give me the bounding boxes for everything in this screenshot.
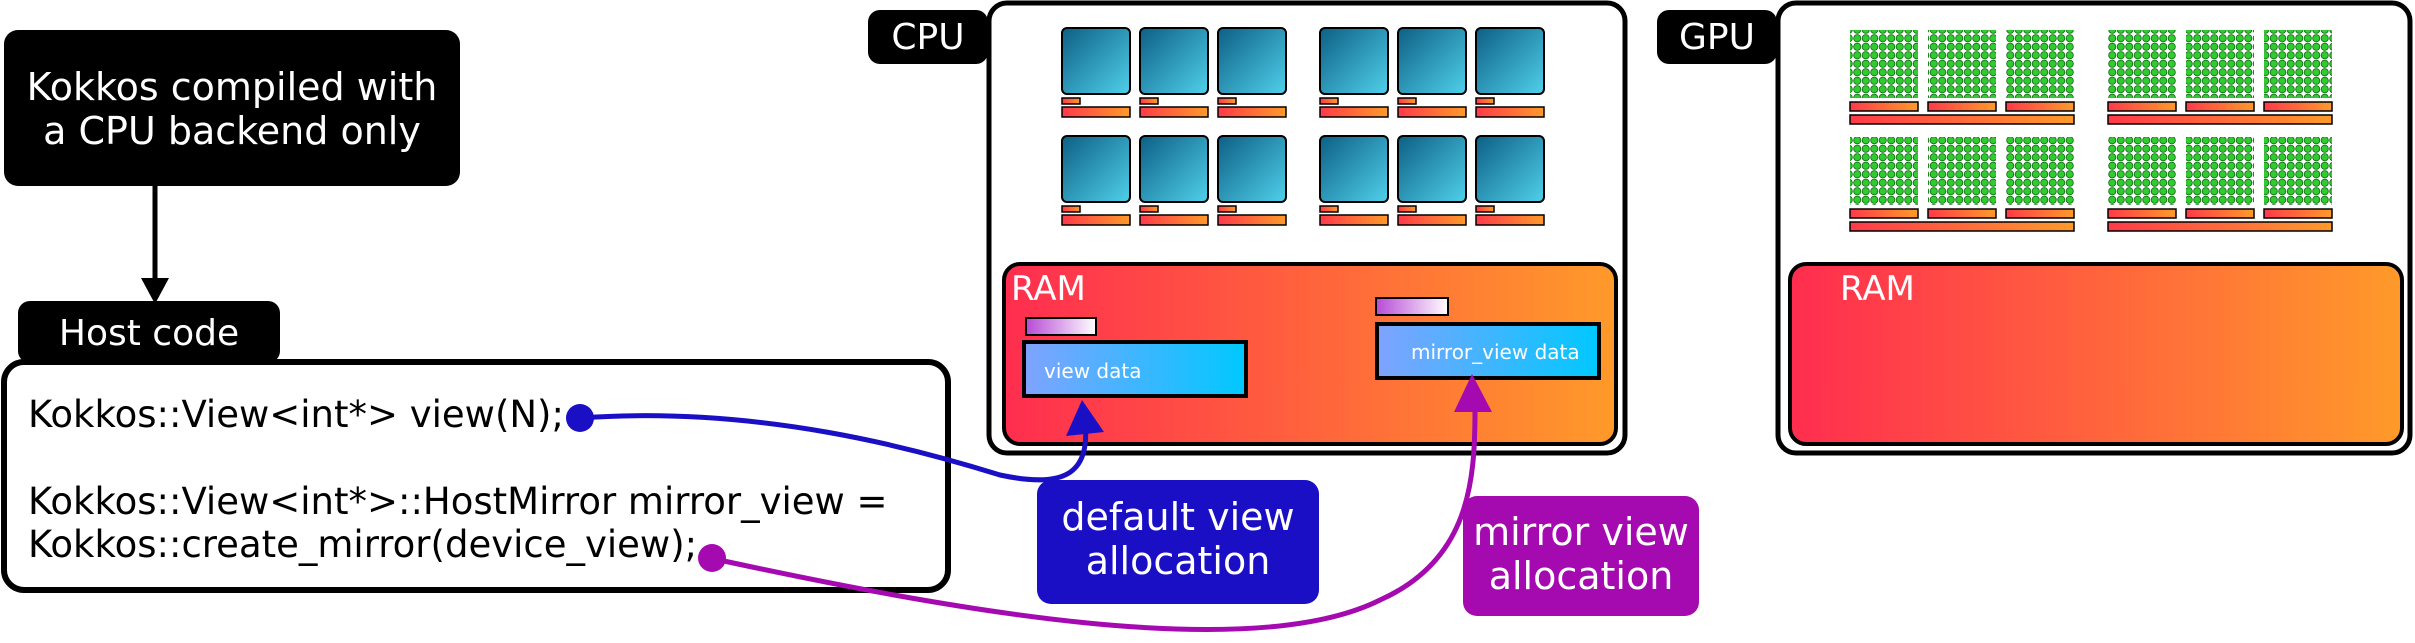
cpu-core [1217,27,1287,118]
gpu-shared-bar [2107,114,2333,125]
default-allocation-connector [566,400,1104,483]
gpu-tag: GPU [1657,10,1777,64]
gpu-core [1849,137,1919,219]
cpu-core [1217,135,1287,226]
cpu-core [1397,135,1467,226]
default-allocation-callout: default view allocation [1037,480,1319,604]
cpu-core [1139,27,1209,118]
cpu-device: RAM view data mirror_view data [986,0,1628,456]
cpu-tag: CPU [868,10,988,64]
gpu-ram-label: RAM [1840,269,1915,309]
host-code-tab: Host code [18,301,280,363]
gpu-cores [1849,30,2333,232]
mirror-data-tag [1375,297,1449,316]
code-line-mirror-decl: Kokkos::View<int*>::HostMirror mirror_vi… [28,480,888,523]
gpu-core [2263,30,2333,112]
view-data-label: view data [1044,359,1141,383]
gpu-core [1927,137,1997,219]
cpu-label: CPU [891,17,964,58]
gpu-core [2107,30,2177,112]
cpu-core [1061,27,1131,118]
cpu-core [1475,135,1545,226]
cpu-core [1397,27,1467,118]
gpu-shared-bar [1849,114,2075,125]
gpu-core [1849,30,1919,112]
backend-note-line1: Kokkos compiled with [27,65,438,109]
mirror-callout-line1: mirror view [1473,510,1689,554]
mirror-data-label: mirror_view data [1411,340,1580,364]
gpu-shared-bar [2107,221,2333,232]
mirror-callout-line2: allocation [1489,554,1674,598]
gpu-core [2185,137,2255,219]
gpu-core [2185,30,2255,112]
cpu-core [1061,135,1131,226]
gpu-core [1927,30,1997,112]
cpu-ram-label: RAM [1011,269,1086,309]
mirror-allocation-connector [698,374,1492,633]
flow-arrow [141,186,169,304]
host-code-label: Host code [59,313,239,354]
backend-note-line2: a CPU backend only [43,109,421,153]
gpu-core [2263,137,2333,219]
cpu-core [1319,135,1389,226]
default-callout-line1: default view [1061,495,1294,539]
cpu-core [1319,27,1389,118]
code-line-view: Kokkos::View<int*> view(N); [28,393,564,436]
cpu-cores [1061,27,1545,226]
gpu-shared-bar [1849,221,2075,232]
gpu-core [2005,30,2075,112]
backend-note: Kokkos compiled with a CPU backend only [4,30,460,186]
gpu-core [2005,137,2075,219]
cpu-core [1475,27,1545,118]
view-data-tag [1025,317,1097,336]
gpu-device: RAM [1775,0,2413,456]
mirror-data-block [1375,322,1601,380]
cpu-ram: RAM view data mirror_view data [1002,262,1618,446]
gpu-label: GPU [1679,17,1755,58]
gpu-ram: RAM [1788,262,2404,446]
view-data-block [1022,340,1248,398]
default-callout-line2: allocation [1086,539,1271,583]
mirror-allocation-callout: mirror view allocation [1463,496,1699,616]
cpu-core [1139,135,1209,226]
host-code-box: Kokkos::View<int*> view(N); Kokkos::View… [1,359,951,593]
gpu-core [2107,137,2177,219]
code-line-create-mirror: Kokkos::create_mirror(device_view); [28,523,697,566]
